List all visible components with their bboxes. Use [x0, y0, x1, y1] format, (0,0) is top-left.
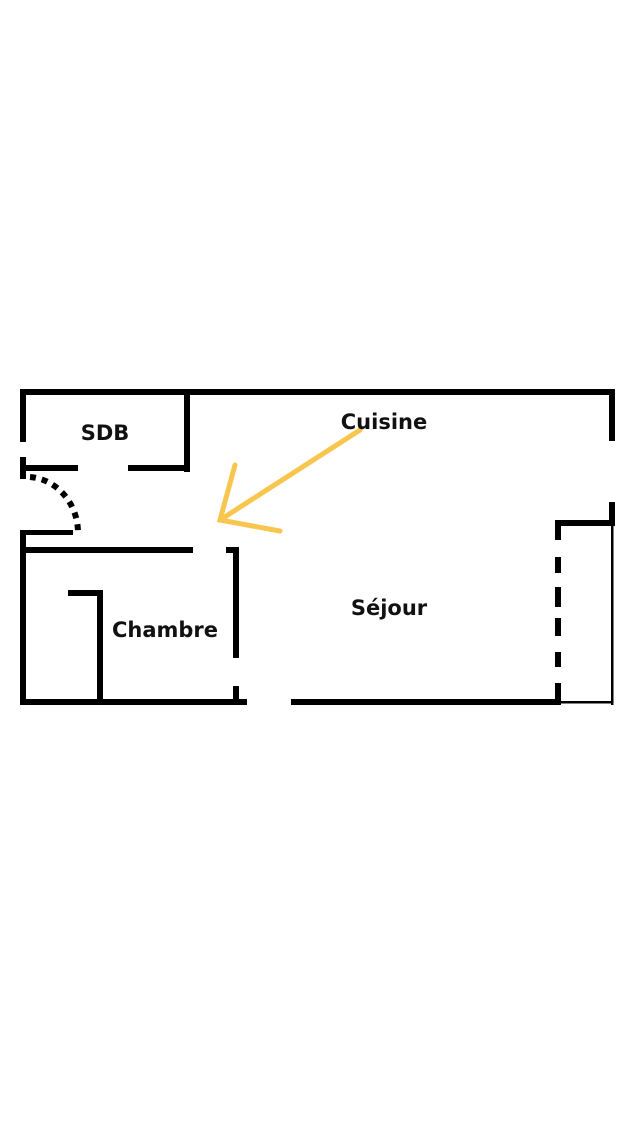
balcony-top [555, 520, 615, 526]
wall-top [20, 389, 615, 395]
wall-left-lower [20, 530, 26, 705]
balcony-right [611, 523, 614, 705]
wall-entry-ledge [20, 530, 73, 535]
walls [20, 389, 615, 705]
room-label-cuisine: Cuisine [341, 410, 427, 434]
wall-bottom-right [291, 699, 561, 705]
wall-left-upper [20, 389, 26, 442]
window-dashed [555, 520, 561, 705]
wall-right-lower [609, 502, 615, 525]
wall-sdb-right [184, 389, 190, 472]
door-swing-arc [29, 474, 82, 534]
wall-sdb-bottom-right [128, 465, 190, 471]
wall-chambre-right-cap [226, 547, 239, 553]
closet-top [68, 590, 103, 596]
room-label-sejour: Séjour [351, 596, 428, 620]
wall-sdb-bottom-left [20, 465, 78, 471]
balcony-bottom [558, 701, 613, 704]
room-label-sdb: SDB [81, 421, 130, 445]
arrow-icon [216, 427, 363, 534]
wall-right-upper [609, 389, 615, 441]
wall-chambre-top [20, 547, 193, 553]
room-label-chambre: Chambre [112, 618, 218, 642]
wall-bottom-left [20, 699, 247, 705]
wall-left-stub [20, 457, 26, 479]
wall-chambre-right-stub [233, 686, 239, 705]
wall-chambre-right [233, 547, 239, 658]
closet-side [97, 590, 103, 702]
